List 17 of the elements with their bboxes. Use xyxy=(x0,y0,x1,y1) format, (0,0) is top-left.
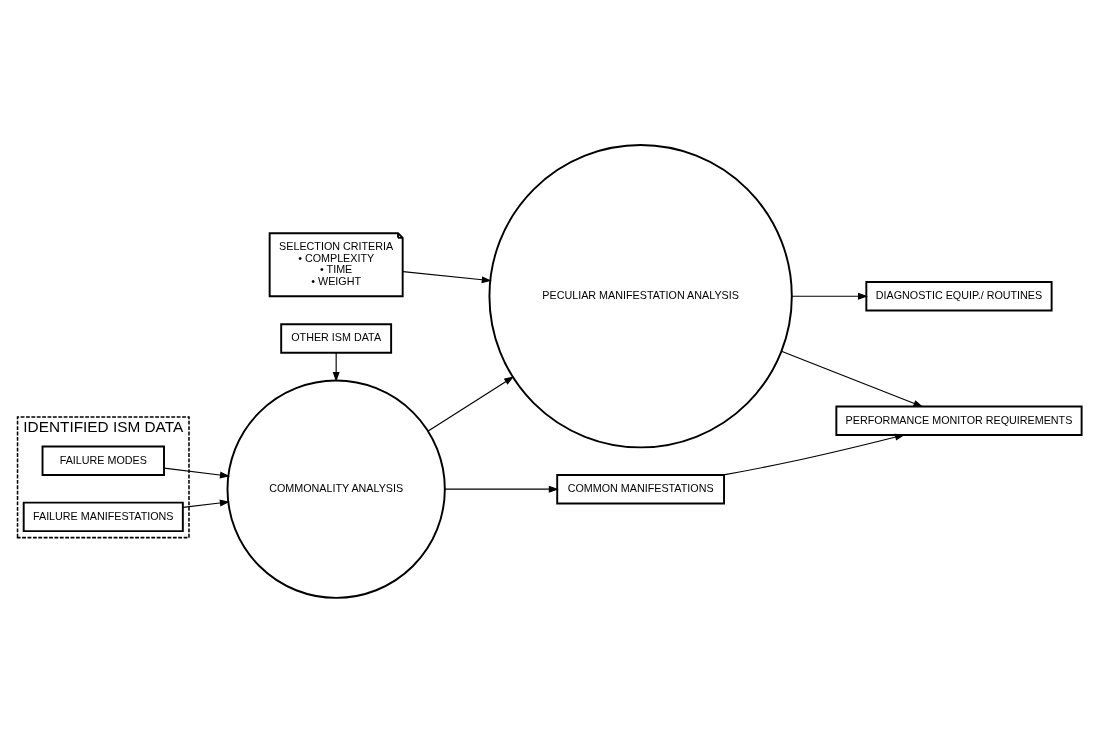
node-box: FAILURE MANIFESTATIONS xyxy=(22,501,184,532)
arrow xyxy=(402,270,492,283)
node-box: FAILURE MODES xyxy=(41,445,165,476)
arrow xyxy=(427,375,515,432)
arrow xyxy=(780,350,924,407)
arrow xyxy=(791,292,868,300)
node-circle: COMMONALITY ANALYSIS xyxy=(226,379,446,599)
arrow xyxy=(163,467,230,478)
node-box: PERFORMANCE MONITOR REQUIREMENTS xyxy=(835,405,1083,436)
node-box: COMMON MANIFESTATIONS xyxy=(556,473,725,504)
node-circle: PECULIAR MANIFESTATION ANALYSIS xyxy=(488,143,793,448)
arrow xyxy=(332,351,340,382)
arrow xyxy=(444,485,559,493)
node-box: DIAGNOSTIC EQUIP./ ROUTINES xyxy=(865,280,1053,311)
arrow xyxy=(723,433,905,475)
node-box: OTHER ISM DATA xyxy=(280,322,393,354)
arrow xyxy=(182,499,230,508)
